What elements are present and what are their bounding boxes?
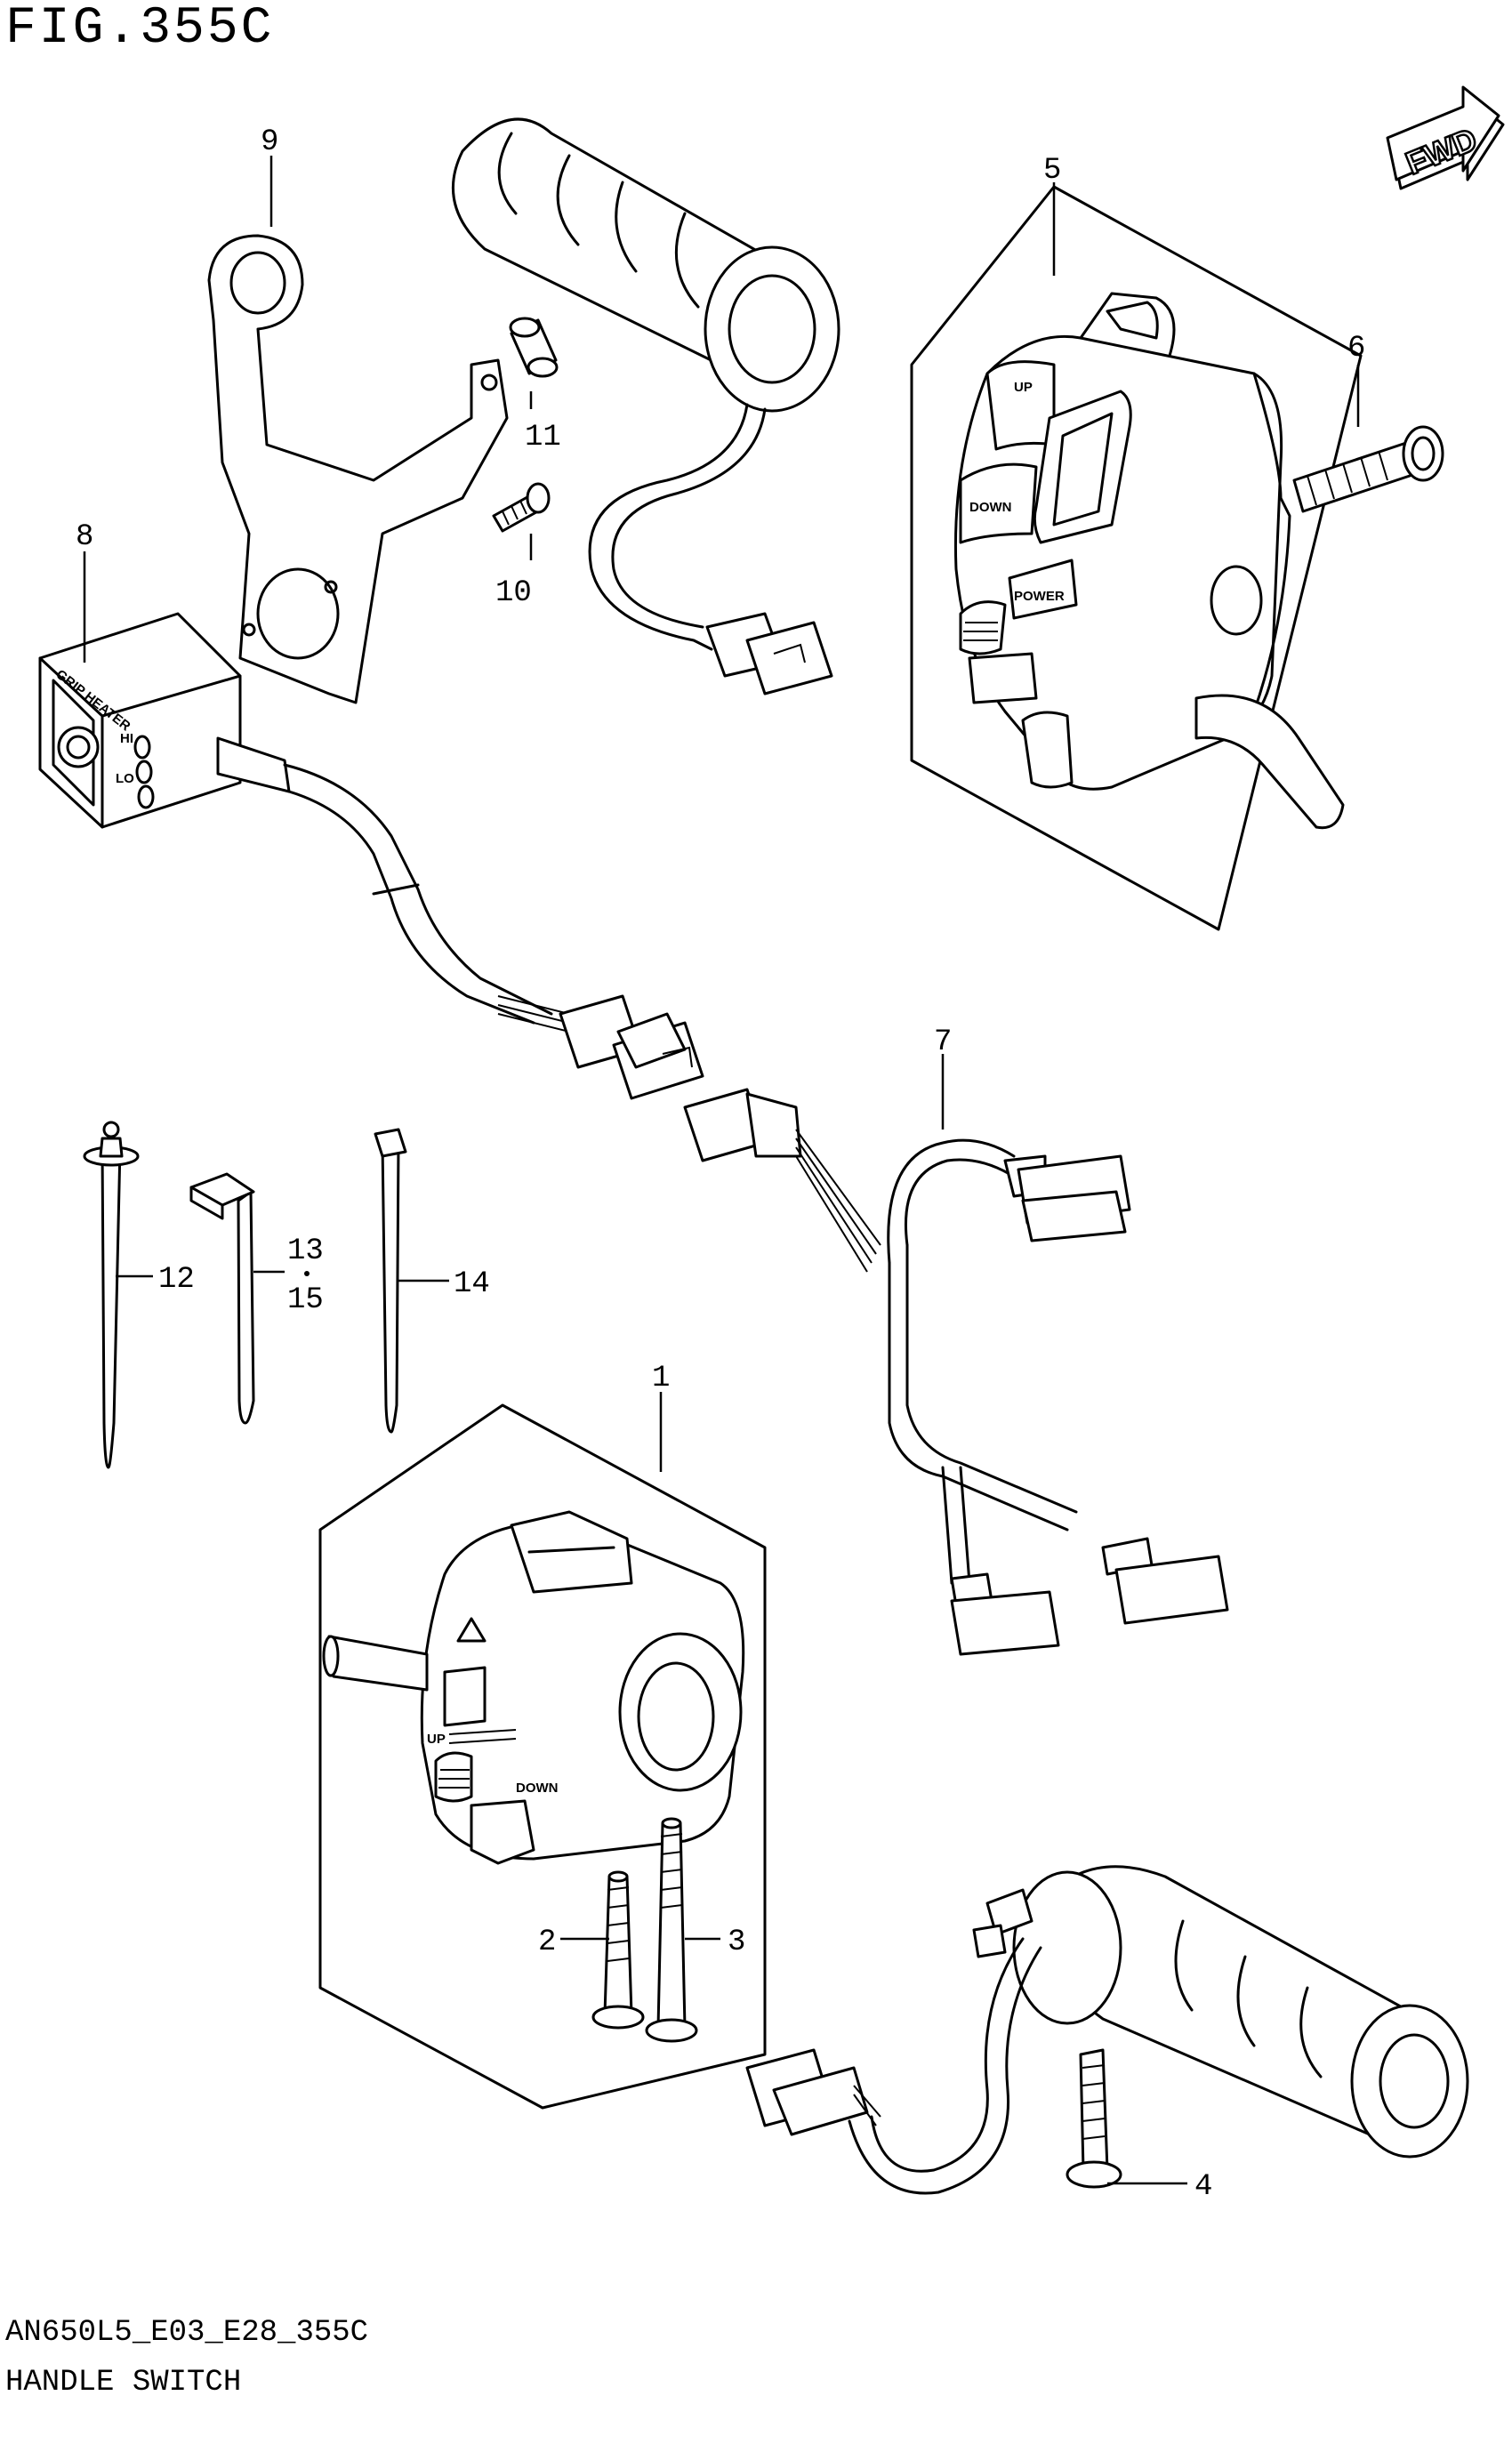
part-1-left-switch-box: UP DOWN: [318, 1403, 767, 2110]
right-down-label: DOWN: [969, 500, 1012, 515]
right-power-label: POWER: [1014, 589, 1065, 604]
heater-lo-label: LO: [116, 771, 134, 786]
callout-14: 14: [454, 1267, 490, 1301]
left-up-label: UP: [427, 1732, 446, 1747]
callout-10: 10: [495, 576, 532, 610]
figure-title: FIG.355C: [5, 0, 275, 58]
callout-3: 3: [728, 1925, 745, 1959]
callout-1: 1: [652, 1362, 670, 1395]
callout-6: 6: [1347, 332, 1365, 366]
leader-lines: [83, 156, 1360, 2185]
callout-numbers: 9 11 10 5 6 8 7 12 13 15 14 1 2 3 4: [76, 125, 1365, 2204]
footer-part-code: AN650L5_E03_E28_355C: [5, 2316, 369, 2350]
part-2-screw: [591, 1870, 645, 2030]
part-13-15-cable-clamp: [189, 1172, 255, 1425]
part-5-right-switch-box: UP DOWN POWER: [910, 185, 1363, 931]
right-up-label: UP: [1014, 380, 1033, 395]
callout-4: 4: [1194, 2170, 1212, 2204]
part-12-cable-tie: [83, 1121, 140, 1469]
left-down-label: DOWN: [516, 1781, 559, 1796]
part-14-cable-tie: [374, 1128, 407, 1434]
part-7-harness: [683, 1088, 1229, 1656]
callout-2: 2: [538, 1925, 556, 1959]
callout-9: 9: [261, 125, 278, 159]
heater-hi-label: HI: [120, 731, 133, 746]
part-4-screw: [1066, 2048, 1122, 2189]
upper-heated-grip: [451, 117, 840, 695]
part-6-screw: [1292, 425, 1444, 513]
part-9-bracket: [207, 234, 509, 704]
callout-12: 12: [158, 1263, 195, 1297]
part-3-screw: [645, 1817, 698, 2043]
part-11-collar: [509, 317, 559, 378]
part-8-grip-heater-switch: GRIP HEATER HI LO: [38, 612, 704, 1100]
callout-13: 13: [287, 1234, 324, 1268]
callout-15: 15: [287, 1283, 324, 1317]
callout-5: 5: [1043, 154, 1061, 188]
callout-7: 7: [934, 1025, 952, 1059]
lower-heated-grip: [745, 1865, 1469, 2195]
callout-11: 11: [525, 421, 561, 454]
footer-section-name: HANDLE SWITCH: [5, 2366, 242, 2400]
part-10-screw: [492, 482, 551, 533]
fwd-arrow-icon: FWD: [1386, 85, 1505, 190]
callout-8: 8: [76, 520, 93, 554]
callout-dot: [304, 1271, 310, 1276]
